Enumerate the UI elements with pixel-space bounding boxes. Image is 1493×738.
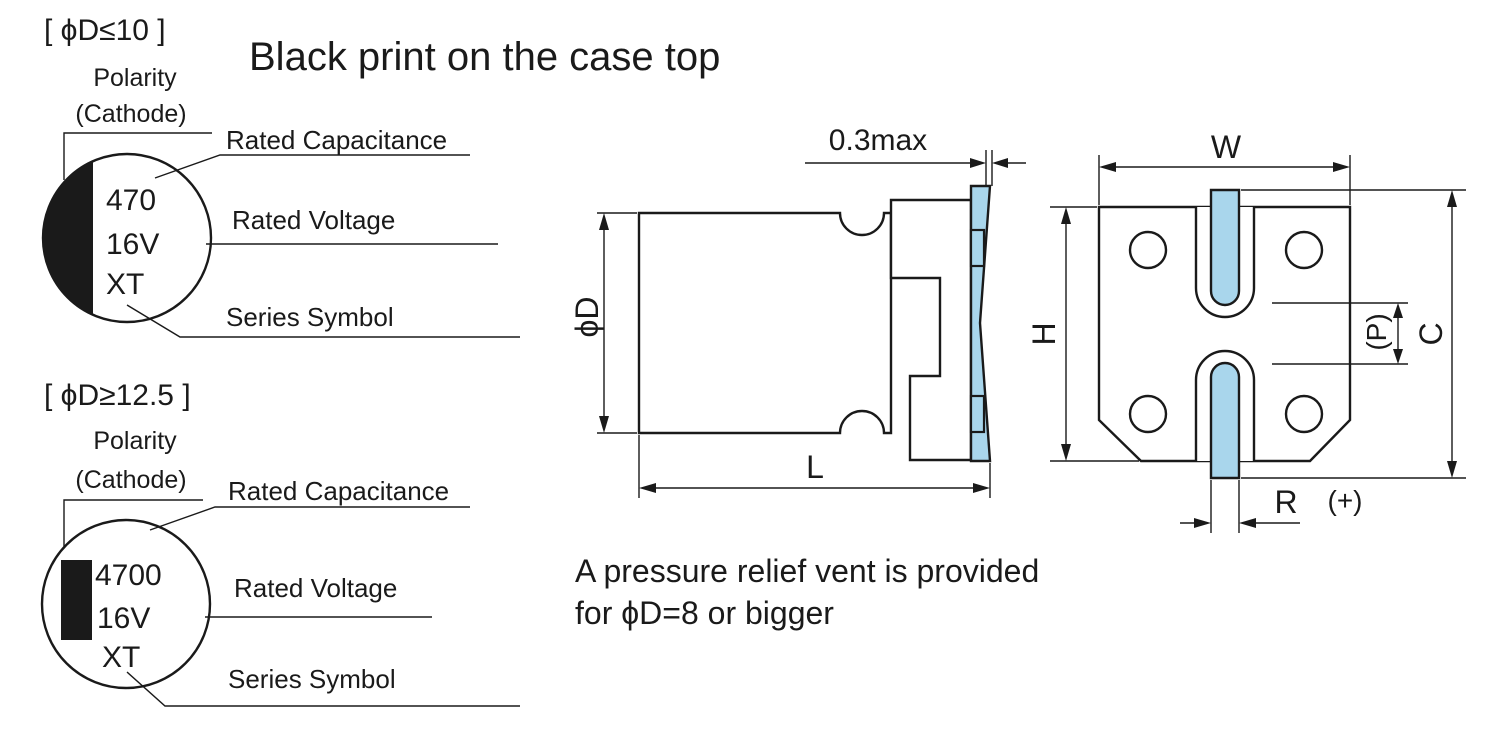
large-case-header: [ ϕD≥12.5 ] xyxy=(44,379,191,412)
arrowhead xyxy=(1447,190,1457,207)
voltage-label: Rated Voltage xyxy=(232,205,395,235)
c-dimension-label: C xyxy=(1413,322,1449,345)
series-label: Series Symbol xyxy=(226,302,394,332)
cathode-label: (Cathode) xyxy=(75,466,186,494)
diameter-extension-lines xyxy=(597,212,637,434)
length-dimension-label: L xyxy=(806,449,824,485)
tolerance-dimension-label: 0.3max xyxy=(829,124,927,157)
pitch-dimension-label: (P) xyxy=(1361,313,1392,350)
arrowhead xyxy=(1447,461,1457,478)
capacitance-value: 4700 xyxy=(95,559,162,592)
polarity-label: Polarity xyxy=(93,64,177,92)
diameter-dimension-label: ϕD xyxy=(569,296,605,337)
capacitance-value: 470 xyxy=(106,184,156,217)
vent-note-line1: A pressure relief vent is provided xyxy=(575,553,1039,589)
height-dimension-label: H xyxy=(1026,322,1062,345)
r-extension-lines xyxy=(1210,480,1240,533)
print-title: Black print on the case top xyxy=(249,35,720,79)
arrowhead xyxy=(1061,207,1071,224)
small-case-header: [ ϕD≤10 ] xyxy=(44,14,166,47)
voltage-value: 16V xyxy=(106,228,159,261)
cathode-label: (Cathode) xyxy=(75,100,186,128)
mounting-hole xyxy=(1284,230,1324,270)
terminal-tab-lower xyxy=(969,394,986,434)
cathode-polarity-band xyxy=(61,560,92,640)
series-leader-line xyxy=(126,304,520,338)
arrowhead xyxy=(1194,518,1211,528)
length-extension-lines xyxy=(638,435,991,498)
vent-note-line2: for ϕD=8 or bigger xyxy=(575,595,834,631)
positive-polarity-label: (+) xyxy=(1328,485,1363,516)
arrowhead xyxy=(599,213,609,230)
mounting-hole xyxy=(1128,394,1168,434)
series-value: XT xyxy=(106,268,144,301)
arrowhead xyxy=(992,158,1008,168)
width-extension-lines xyxy=(1098,155,1351,205)
arrowhead xyxy=(973,483,990,493)
mounting-hole xyxy=(1284,394,1324,434)
polarity-label: Polarity xyxy=(93,427,177,455)
seat-plate-outline xyxy=(1097,205,1352,463)
arrowhead xyxy=(1061,444,1071,461)
series-label: Series Symbol xyxy=(228,664,396,694)
capacitance-label: Rated Capacitance xyxy=(226,125,447,155)
width-dimension-label: W xyxy=(1211,129,1242,165)
capacitor-can-outline xyxy=(637,211,893,435)
arrowhead xyxy=(1239,518,1256,528)
arrowhead xyxy=(1333,162,1350,172)
mounting-hole xyxy=(1128,230,1168,270)
arrowhead xyxy=(639,483,656,493)
c-extension-lines xyxy=(1241,189,1466,479)
marking-large-case: Polarity (Cathode) 4700 16V XT Rated Cap… xyxy=(40,427,520,707)
terminal-negative xyxy=(1209,188,1241,307)
series-leader-line xyxy=(126,671,520,707)
series-value: XT xyxy=(102,641,140,674)
capacitance-leader-line xyxy=(154,154,470,179)
r-dimension-label: R xyxy=(1274,484,1297,520)
pitch-extension-lines xyxy=(1272,302,1408,365)
terminal-tab-upper xyxy=(969,228,986,268)
capacitance-label: Rated Capacitance xyxy=(228,476,449,506)
arrowhead xyxy=(1393,349,1403,364)
bottom-view: W H (P) C R (+) xyxy=(1026,129,1466,533)
arrowhead xyxy=(970,158,986,168)
height-extension-lines xyxy=(1050,206,1139,462)
arrowhead xyxy=(599,416,609,433)
cathode-leader-line xyxy=(63,132,212,180)
capacitance-leader-line xyxy=(149,506,470,531)
tolerance-extension-lines xyxy=(985,150,993,186)
voltage-label: Rated Voltage xyxy=(234,573,397,603)
side-view: 0.3max ϕD L xyxy=(569,124,1026,498)
terminal-positive xyxy=(1209,361,1241,480)
cathode-polarity-band xyxy=(42,161,93,315)
marking-small-case: Polarity (Cathode) 470 16V XT Rated Capa… xyxy=(41,64,520,338)
cathode-leader-line xyxy=(63,499,203,553)
voltage-value: 16V xyxy=(97,602,150,635)
arrowhead xyxy=(1099,162,1116,172)
seat-plate xyxy=(889,198,973,462)
arrowhead xyxy=(1393,303,1403,318)
